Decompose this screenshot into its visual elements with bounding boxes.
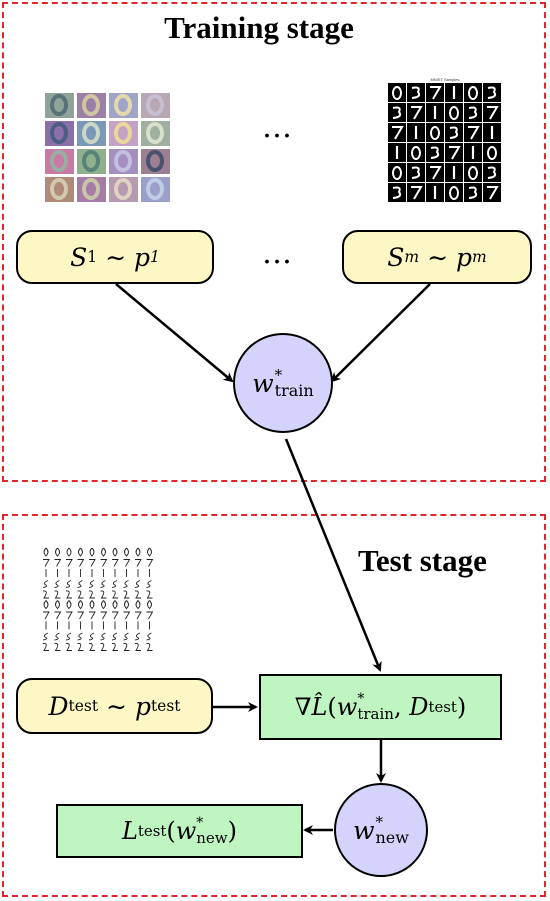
loss-symbol: L̂ [311, 693, 328, 721]
ellipsis-middle: … [262, 236, 296, 271]
arrow-s1-to-wtrain [115, 283, 234, 383]
arrow-wtrain-to-grad [284, 438, 382, 672]
loss-subscript: test [137, 822, 167, 840]
sim-symbol: ∼ [106, 691, 127, 721]
mnist-samples-image: MNIST Samples [388, 76, 502, 202]
sim-symbol: ∼ [105, 242, 127, 272]
set-symbol: D [48, 691, 69, 721]
nabla-symbol: ∇ [294, 693, 312, 721]
w-symbol: w [353, 815, 375, 845]
dist-symbol: p [134, 691, 151, 721]
set-symbol: D [409, 693, 429, 721]
w-subscript: train [274, 380, 314, 400]
training-stage-title: Training stage [164, 10, 354, 45]
w-symbol: w [336, 693, 358, 721]
open-paren: ( [327, 693, 337, 721]
w-symbol: w [252, 368, 274, 398]
training-stage-box [2, 2, 546, 482]
set-symbol: S [70, 242, 88, 272]
dist-symbol: p [455, 242, 472, 272]
w-symbol: w [175, 817, 197, 845]
set-symbol: S [387, 242, 405, 272]
w-superscript: * [357, 691, 365, 708]
dist-subscript: test [150, 697, 181, 715]
handwritten-digits-image [42, 547, 154, 651]
mnist-caption: MNIST Samples [430, 77, 460, 82]
w-new-node: w*new [334, 783, 428, 877]
test-stage-box [2, 514, 546, 897]
arrow-sm-to-wtrain [330, 283, 431, 383]
w-subscript: new [375, 827, 409, 847]
w-superscript: * [375, 813, 383, 832]
w-subscript: train [357, 704, 394, 723]
test-stage-title: Test stage [358, 543, 487, 578]
w-subscript: new [196, 828, 228, 847]
w-superscript: * [196, 815, 204, 832]
sim-symbol: ∼ [427, 242, 449, 272]
set-subscript: 1 [87, 248, 98, 266]
close-paren: ) [456, 693, 467, 721]
set-subscript: test [68, 697, 99, 715]
open-paren: ( [166, 817, 176, 845]
w-superscript: * [274, 366, 283, 385]
ellipsis-top: … [262, 110, 296, 145]
set-subscript: m [404, 248, 420, 266]
loss-symbol: L [121, 817, 138, 845]
dist-subscript: m [472, 248, 487, 266]
dist-symbol: p [133, 242, 150, 272]
set-subscript: test [428, 698, 457, 716]
w-train-node: w*train [233, 333, 333, 433]
comma: , [393, 693, 402, 721]
colored-digits-image [45, 93, 170, 202]
dist-subscript: 1 [150, 248, 160, 266]
close-paren: ) [227, 817, 238, 845]
